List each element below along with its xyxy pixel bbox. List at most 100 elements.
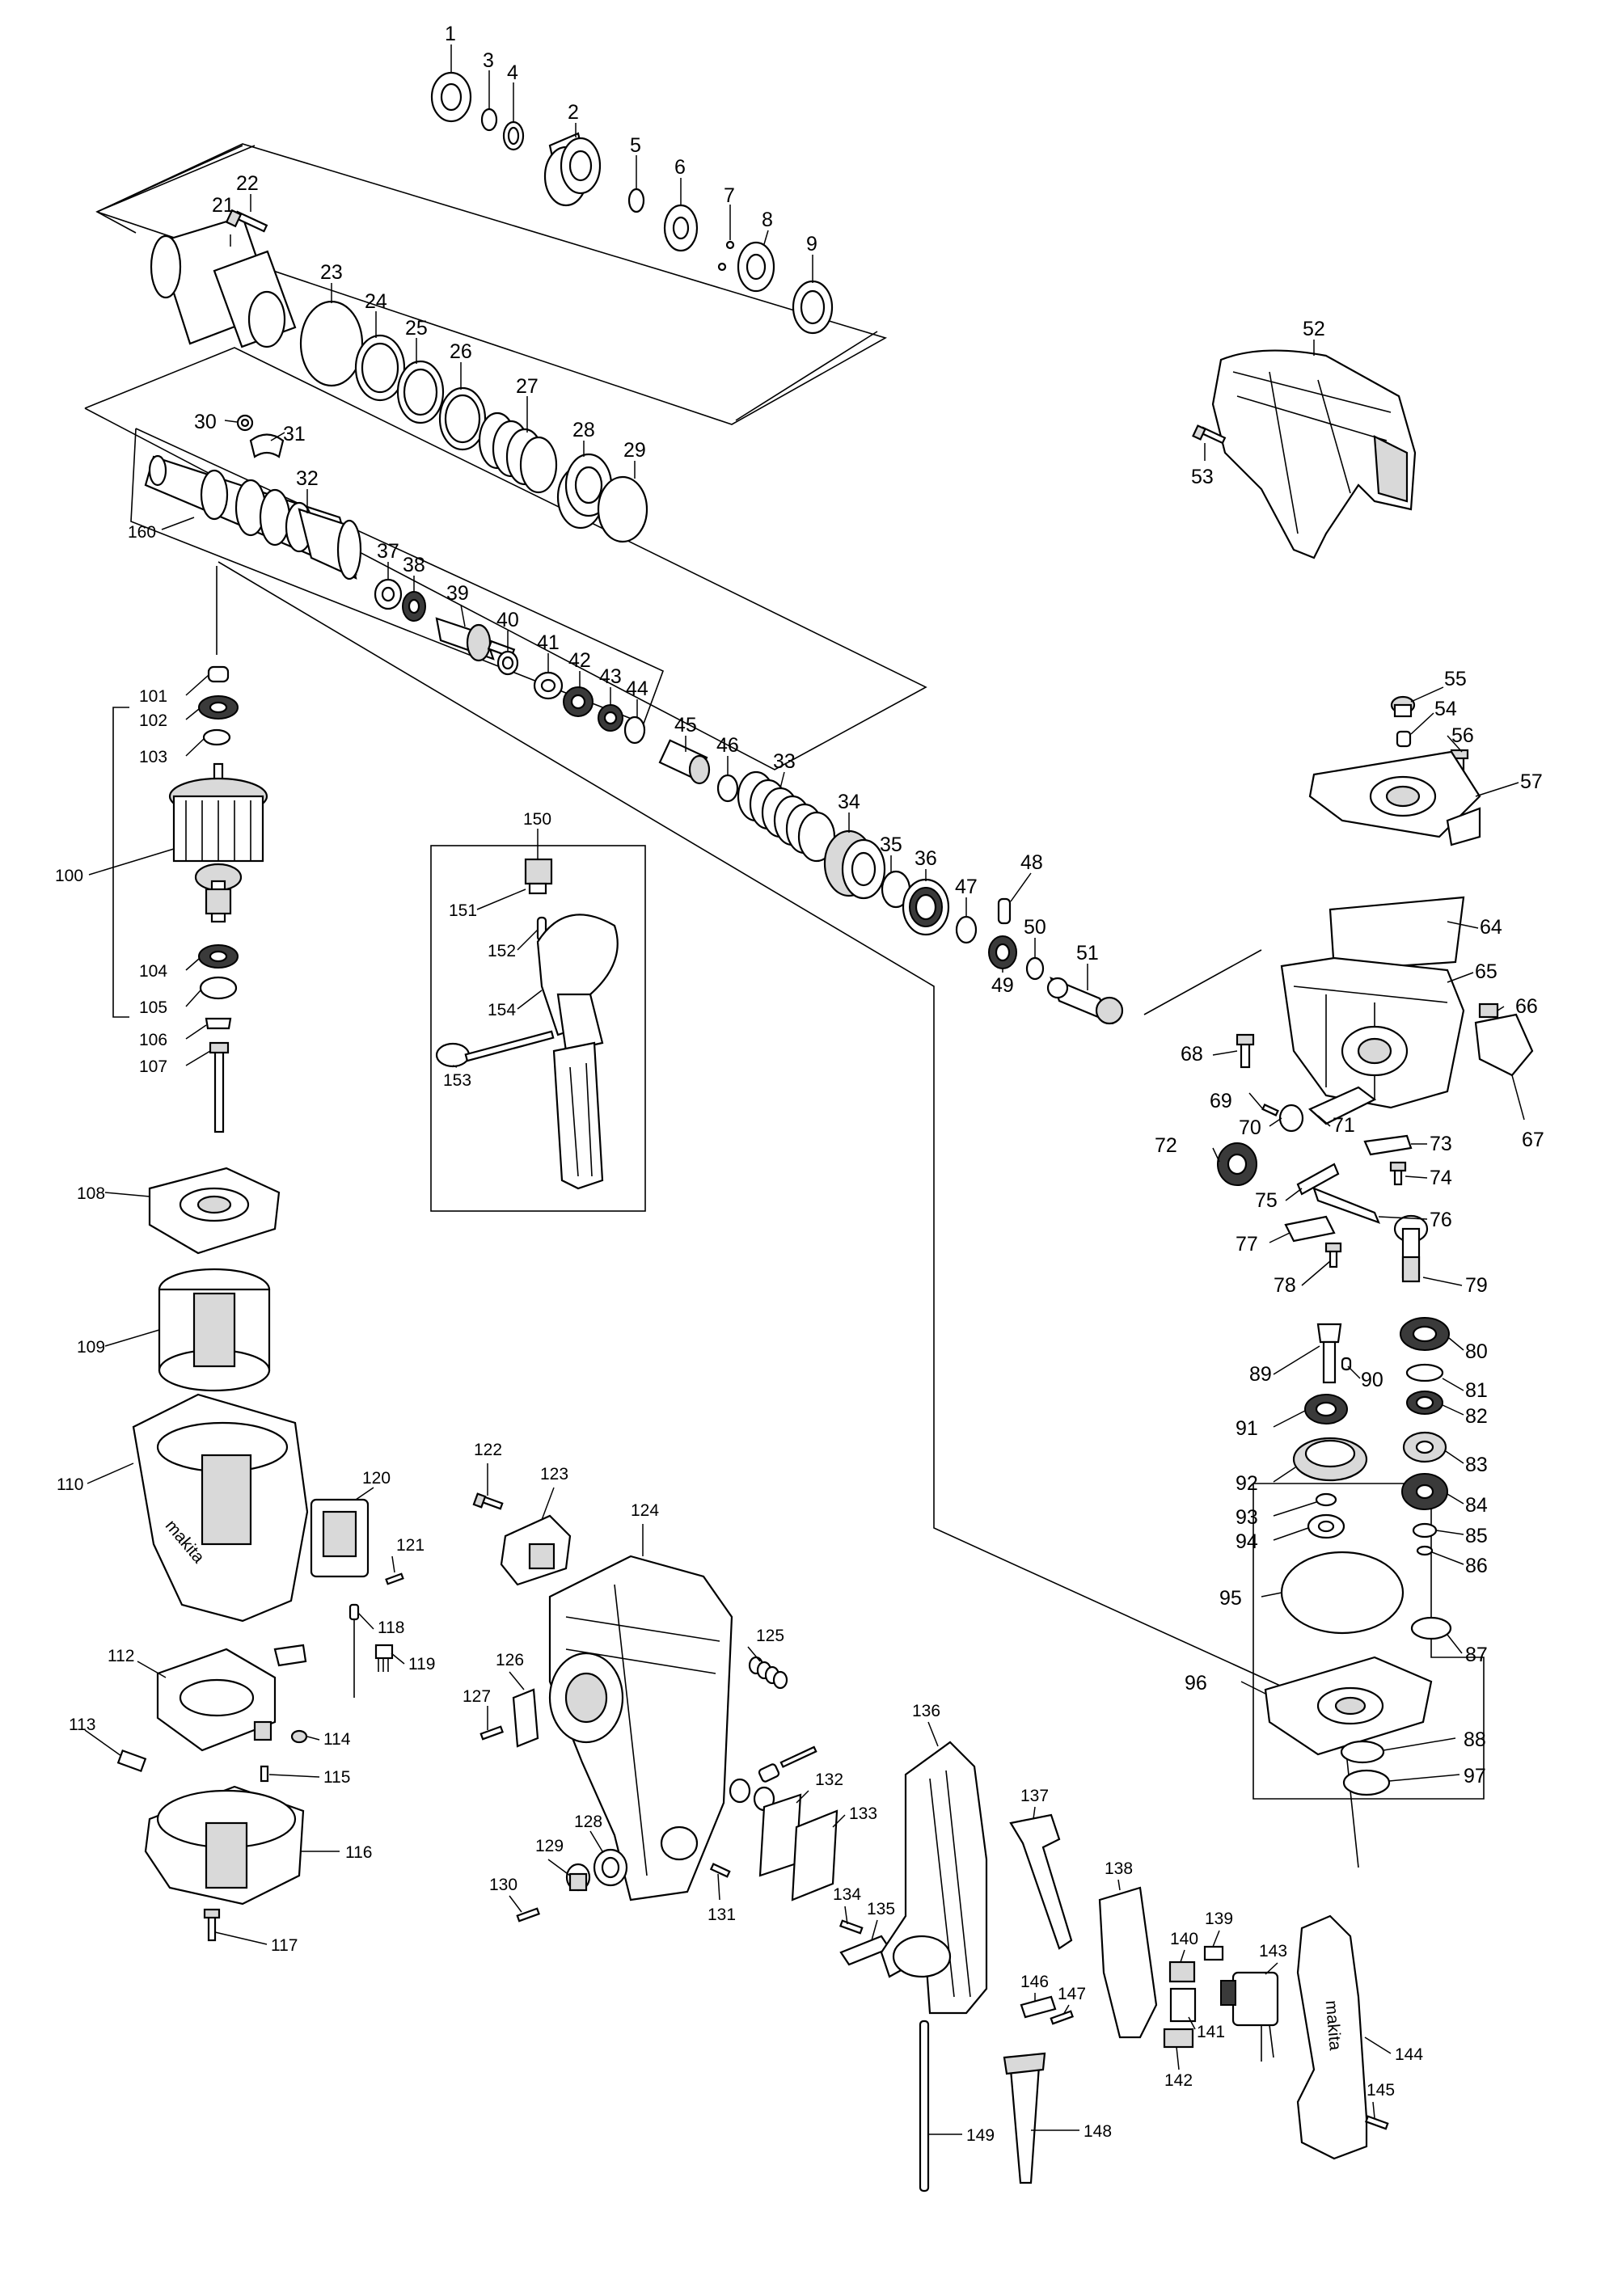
callout-151: 151	[449, 901, 477, 920]
callout-74: 74	[1430, 1167, 1452, 1189]
callout-36: 36	[915, 847, 937, 870]
handle-parts: makita	[880, 1741, 1389, 2193]
callout-64: 64	[1480, 916, 1502, 939]
callout-120: 120	[362, 1469, 391, 1488]
spindle-parallelogram	[84, 347, 927, 770]
callout-44: 44	[626, 677, 648, 700]
part-92	[1292, 1437, 1368, 1482]
part-40	[496, 650, 519, 676]
callout-90: 90	[1361, 1369, 1383, 1391]
callout-103: 103	[139, 748, 167, 766]
callout-125: 125	[756, 1627, 784, 1645]
center-housing	[472, 1492, 891, 1966]
part-106	[205, 1017, 232, 1030]
part-66	[1478, 1002, 1499, 1019]
part-68	[1236, 1033, 1255, 1069]
callout-136: 136	[912, 1702, 940, 1720]
callout-104: 104	[139, 962, 167, 981]
part-114	[290, 1729, 308, 1744]
callout-29: 29	[623, 439, 646, 462]
part-57	[1308, 750, 1481, 846]
side-handle-box	[430, 845, 646, 1212]
callout-56: 56	[1451, 724, 1474, 747]
callout-27: 27	[516, 375, 539, 398]
part-107	[209, 1041, 230, 1133]
part-47	[955, 915, 978, 944]
part-154	[536, 914, 619, 1053]
part-82	[1406, 1391, 1443, 1415]
part-153	[435, 1030, 555, 1068]
callout-50: 50	[1024, 916, 1046, 939]
part-137	[1009, 1813, 1073, 1950]
side-grip	[552, 1041, 604, 1190]
part-108	[148, 1167, 281, 1255]
part-100	[168, 762, 268, 923]
part-8	[737, 241, 775, 293]
callout-32: 32	[296, 467, 319, 490]
part-80	[1400, 1317, 1450, 1351]
motor-parts: makita	[132, 665, 404, 1698]
part-139	[1203, 1945, 1224, 1961]
part-22	[225, 209, 268, 233]
callout-38: 38	[403, 554, 425, 576]
callout-88: 88	[1464, 1728, 1486, 1751]
part-33	[737, 770, 836, 863]
part-142	[1163, 2028, 1194, 2049]
callout-101: 101	[139, 687, 167, 706]
callout-119: 119	[408, 1655, 435, 1673]
callout-107: 107	[139, 1057, 167, 1076]
callout-4: 4	[507, 61, 518, 84]
part-50	[1025, 956, 1045, 981]
part-123	[500, 1514, 572, 1586]
part-119	[374, 1644, 394, 1672]
part-86	[1416, 1545, 1434, 1556]
gear-stack	[1264, 1317, 1452, 1796]
part-151	[524, 858, 553, 895]
callout-28: 28	[572, 419, 595, 441]
part-72	[1217, 1142, 1257, 1186]
callout-41: 41	[537, 631, 560, 654]
part-27	[478, 412, 558, 494]
part-129	[565, 1863, 591, 1892]
part-148	[1003, 2052, 1046, 2184]
part-2	[543, 132, 602, 207]
part-126	[512, 1688, 539, 1748]
callout-67: 67	[1522, 1129, 1544, 1151]
callout-102: 102	[139, 711, 167, 730]
part-42	[563, 686, 594, 717]
callout-54: 54	[1434, 698, 1457, 720]
callout-160: 160	[128, 523, 156, 542]
callout-127: 127	[463, 1687, 491, 1706]
callout-96: 96	[1185, 1672, 1207, 1695]
part-133	[791, 1809, 839, 1901]
part-32	[144, 454, 362, 580]
front-parts	[150, 71, 834, 543]
part-136	[880, 1741, 988, 2015]
callout-46: 46	[716, 734, 739, 757]
part-105	[199, 976, 238, 1000]
callout-123: 123	[540, 1465, 568, 1484]
part-44	[623, 715, 646, 745]
callout-89: 89	[1249, 1363, 1272, 1386]
part-145	[1365, 2115, 1389, 2130]
part-96	[1264, 1656, 1433, 1756]
part-95	[1280, 1551, 1405, 1635]
part-9	[792, 280, 834, 335]
callout-145: 145	[1367, 2081, 1395, 2100]
callout-137: 137	[1020, 1787, 1049, 1805]
callout-126: 126	[496, 1651, 524, 1669]
part-29	[597, 475, 648, 543]
callout-93: 93	[1236, 1506, 1258, 1529]
callout-43: 43	[599, 665, 622, 688]
part-48	[997, 897, 1012, 925]
callout-100: 100	[55, 867, 83, 885]
part-103	[202, 728, 231, 746]
part-117	[203, 1908, 221, 1942]
long-diagonal	[218, 561, 1359, 1868]
part-36	[902, 878, 950, 936]
callout-52: 52	[1303, 318, 1325, 340]
callout-85: 85	[1465, 1525, 1488, 1547]
callout-116: 116	[345, 1843, 372, 1862]
callout-134: 134	[833, 1885, 861, 1904]
part-73	[1363, 1134, 1413, 1156]
